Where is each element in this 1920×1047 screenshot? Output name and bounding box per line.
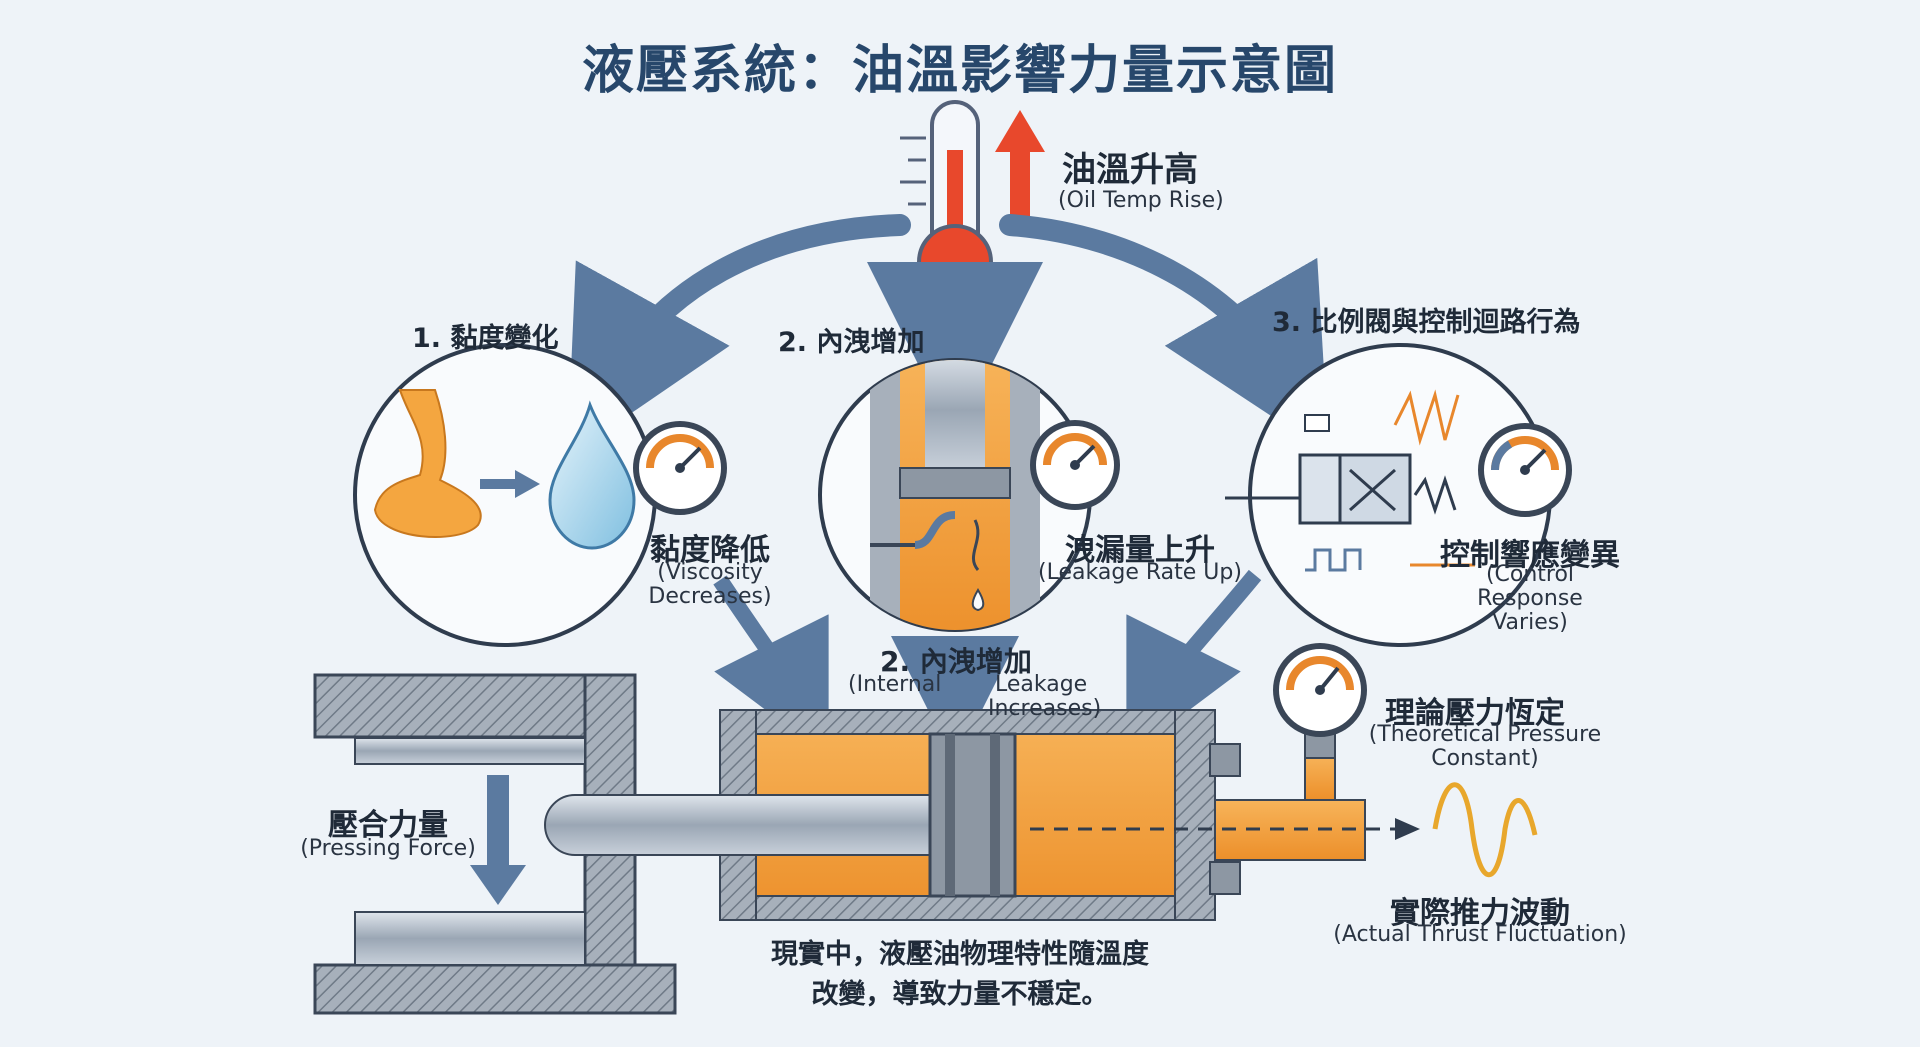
gauge-icon-2 — [1030, 420, 1120, 510]
control-result-en-1: (Control — [1485, 562, 1575, 587]
leakage-result-en: (Leakage Rate Up) — [1038, 560, 1242, 585]
pressing-force-arrow — [470, 775, 526, 905]
gauge-icon-3 — [1478, 423, 1572, 517]
conclusion-line-2: 改變，導致力量不穩定。 — [811, 979, 1109, 1010]
hydraulic-cylinder — [544, 709, 1420, 921]
viscosity-result-zh: 黏度降低 — [650, 533, 770, 568]
cylinder-note-en-right-2: Increases) — [988, 696, 1102, 721]
pressure-gauge-icon — [1273, 643, 1367, 759]
trigger-label-zh: 油溫升高 — [1062, 150, 1198, 190]
viscosity-circle — [353, 343, 657, 647]
cylinder-note-en-left: (Internal — [848, 672, 942, 697]
thermometer-icon — [900, 100, 993, 300]
control-result-zh: 控制響應變異 — [1440, 538, 1620, 573]
conclusion-line-1: 現實中，液壓油物理特性隨溫度 — [771, 939, 1149, 970]
leakage-result-zh: 洩漏量上升 — [1065, 533, 1215, 568]
rise-arrow-icon — [995, 110, 1045, 228]
thrust-wave-icon — [1432, 782, 1538, 878]
factor-2-heading: 2. 內洩增加 — [778, 327, 925, 358]
gauge-note-zh: 理論壓力恆定 — [1385, 696, 1565, 731]
viscosity-result-en-1: (Viscosity — [657, 560, 763, 585]
cylinder-note-zh: 2. 內洩增加 — [880, 645, 1032, 678]
gauge-note-en-2: Constant) — [1431, 746, 1539, 771]
leakage-circle — [818, 358, 1092, 632]
press-label-en: (Pressing Force) — [300, 836, 476, 861]
output-note-en: (Actual Thrust Fluctuation) — [1333, 922, 1627, 947]
factor-3-heading: 3. 比例閥與控制迴路行為 — [1272, 307, 1581, 338]
control-result-en-2: Response — [1477, 586, 1583, 611]
water-drop-icon — [548, 400, 636, 550]
control-circle — [1225, 343, 1552, 647]
arrow-control-to-cylinder — [1126, 569, 1262, 758]
output-note-zh: 實際推力波動 — [1390, 896, 1570, 931]
cylinder-note-en-right: Leakage — [995, 672, 1088, 697]
viscosity-result-en-2: Decreases) — [648, 584, 772, 609]
trigger-label-en: (Oil Temp Rise) — [1058, 188, 1224, 213]
arrow-to-viscosity — [567, 214, 911, 457]
arrow-viscosity-to-cylinder — [713, 575, 829, 758]
page-title: 液壓系統：油溫影響力量示意圖 — [581, 41, 1338, 101]
gauge-icon-1 — [633, 421, 727, 515]
control-result-en-3: Varies) — [1492, 610, 1568, 635]
press-label-zh: 壓合力量 — [328, 808, 448, 843]
arrow-to-control — [999, 214, 1330, 455]
factor-1-heading: 1. 黏度變化 — [412, 323, 559, 354]
gauge-note-en-1: (Theoretical Pressure — [1368, 722, 1602, 747]
